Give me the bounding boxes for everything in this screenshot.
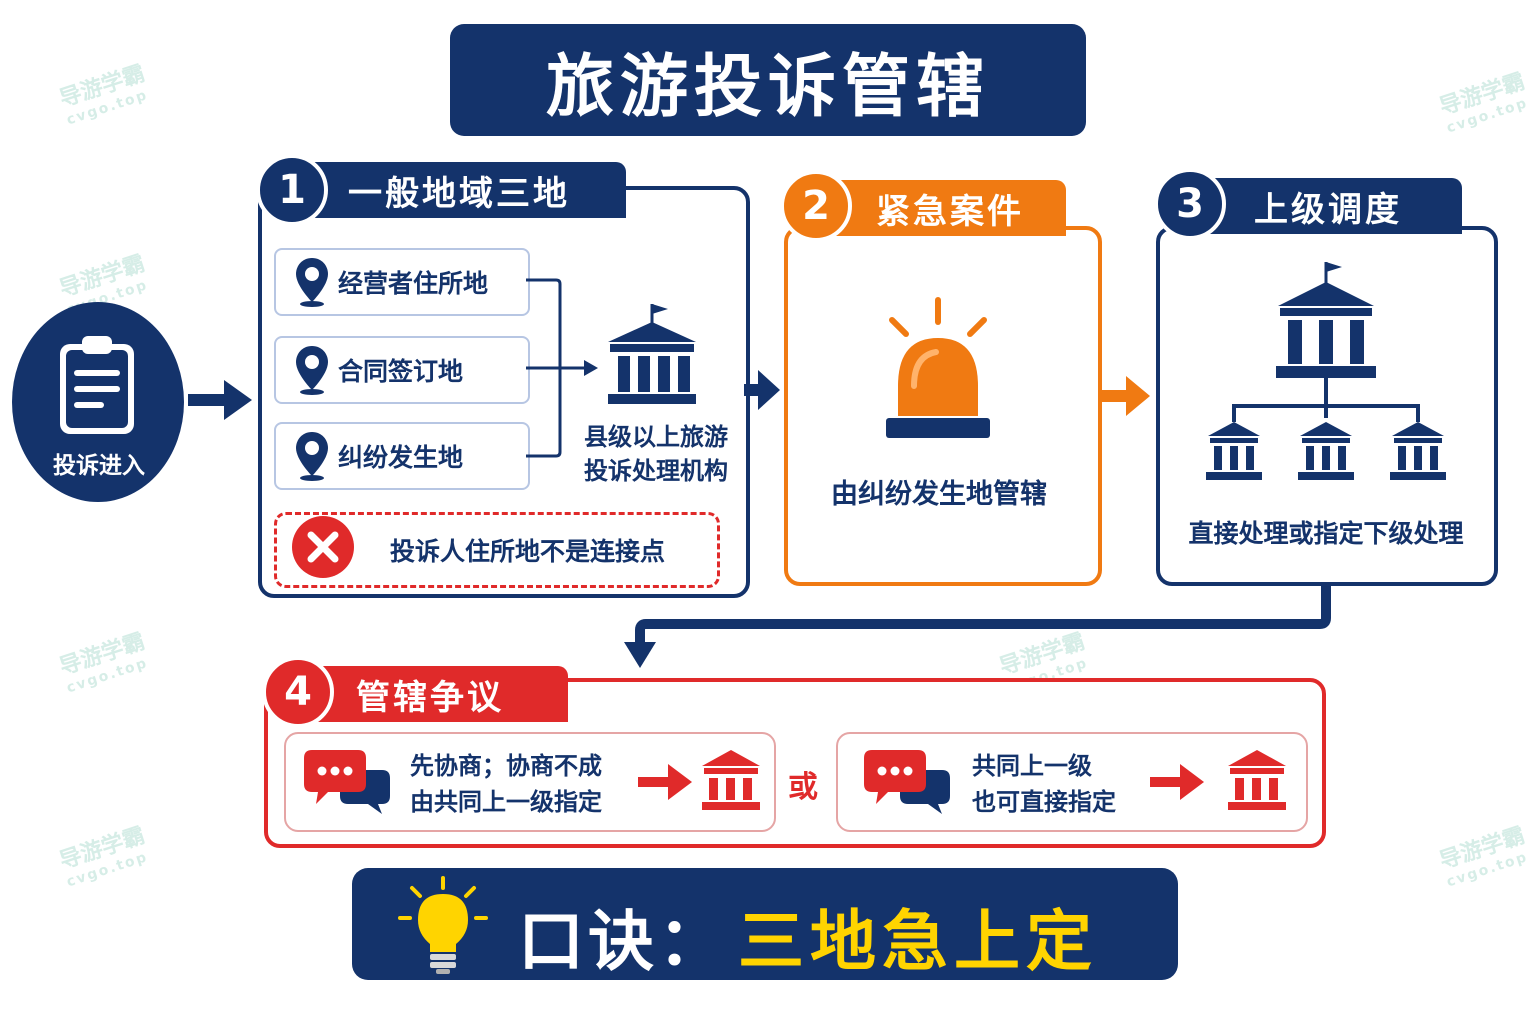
chat-bubbles-icon	[864, 750, 950, 814]
arrow-right-icon	[638, 764, 692, 800]
government-building-icon	[608, 304, 696, 404]
dispute-option-2: 共同上一级 也可直接指定	[836, 732, 1308, 832]
org-hierarchy-icon	[1206, 262, 1446, 480]
map-pin-icon	[296, 346, 328, 395]
place-label: 经营者住所地	[338, 269, 489, 298]
chat-bubbles-icon	[304, 750, 390, 814]
step3-number: 3	[1154, 168, 1226, 240]
step2-header: 紧急案件	[820, 180, 1066, 236]
motto-prefix: 口诀：	[518, 903, 728, 980]
siren-icon	[886, 297, 990, 438]
place-row: 合同签订地	[274, 336, 530, 404]
step3-text: 直接处理或指定下级处理	[1188, 519, 1464, 548]
place-label: 纠纷发生地	[338, 443, 464, 472]
step2-text: 由纠纷发生地管辖	[831, 479, 1047, 510]
bracket-connector	[526, 278, 598, 458]
exclusion-text: 投诉人住所地不是连接点	[390, 537, 666, 566]
place-label: 合同签订地	[338, 357, 464, 386]
agency-label: 县级以上旅游 投诉处理机构	[584, 423, 728, 485]
dispute-option-1-text: 先协商；协商不成 由共同上一级指定	[410, 752, 602, 816]
map-pin-icon	[296, 258, 328, 307]
dispute-option-2-text: 共同上一级 也可直接指定	[972, 752, 1116, 816]
step4-number: 4	[262, 656, 334, 728]
motto-banner	[352, 868, 1178, 980]
step1-header: 一般地域三地	[296, 162, 626, 218]
motto-text: 三地急上定	[738, 903, 1098, 980]
arrow-right-icon	[1098, 376, 1150, 416]
dispute-option-1: 先协商；协商不成 由共同上一级指定	[284, 732, 776, 832]
step4-header: 管辖争议	[300, 666, 568, 722]
step1-number: 1	[256, 154, 328, 226]
lightbulb-icon	[398, 876, 488, 974]
government-building-icon	[702, 750, 760, 810]
close-icon	[292, 516, 354, 578]
map-pin-icon	[296, 432, 328, 481]
start-label: 投诉进入	[53, 453, 145, 479]
arrow-right-icon	[744, 370, 780, 410]
government-building-icon	[1228, 750, 1286, 810]
step3-header: 上级调度	[1192, 178, 1462, 234]
connector-arrow	[624, 582, 1331, 668]
arrow-right-icon	[1150, 764, 1204, 800]
step2-number: 2	[780, 170, 852, 242]
place-row: 经营者住所地	[274, 248, 530, 316]
or-label: 或	[788, 770, 818, 805]
place-row: 纠纷发生地	[274, 422, 530, 490]
page-title: 旅游投诉管辖	[450, 24, 1086, 136]
clipboard-icon	[60, 336, 134, 434]
arrow-right-icon	[188, 380, 252, 420]
